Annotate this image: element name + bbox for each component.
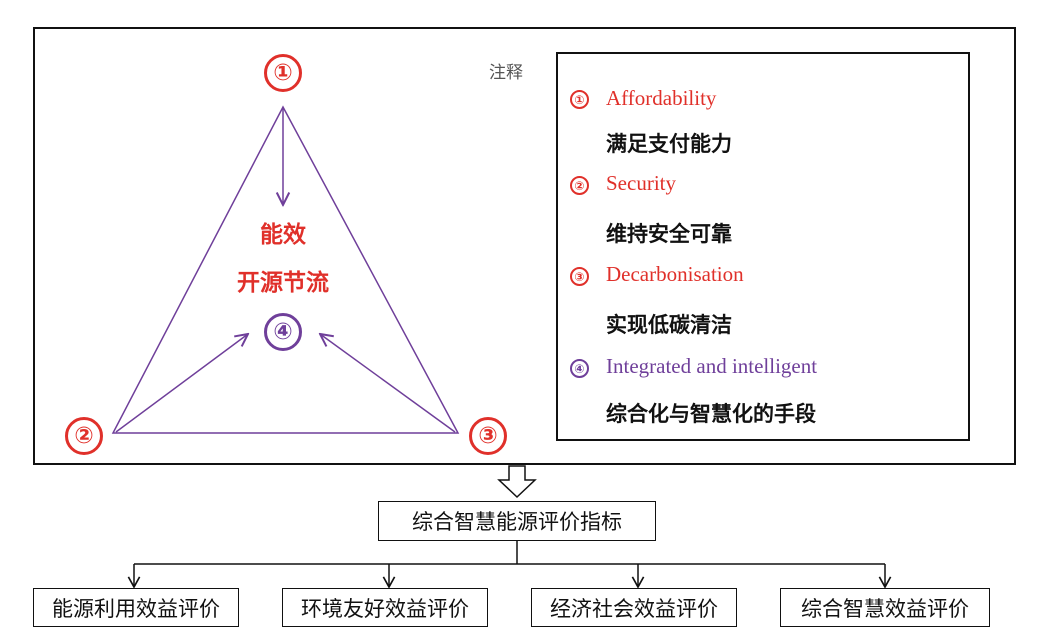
legend-item-4-en: Integrated and intelligent (606, 354, 818, 378)
legend-item-3-zh: 实现低碳清洁 (606, 313, 732, 337)
child-box-economy-society: 经济社会效益评价 (531, 588, 737, 627)
vertex-3-badge: ③ (469, 417, 507, 455)
vertex-1-number: ① (273, 59, 293, 86)
center-badge: ④ (264, 313, 302, 351)
outer-frame (33, 27, 1016, 465)
center-label-efficiency: 能效 (260, 222, 306, 248)
legend-item-2-zh: 维持安全可靠 (606, 222, 732, 246)
legend-item-4-zh: 综合化与智慧化的手段 (606, 402, 816, 426)
legend-item-4-badge: ④ (570, 359, 589, 378)
arrow-2-to-center (115, 334, 248, 433)
legend-item-4: ④ Integrated and intelligent (570, 354, 960, 384)
child-box-energy-utilization: 能源利用效益评价 (33, 588, 239, 627)
legend-item-2: ② Security (570, 171, 950, 201)
child-box-comprehensive-smart: 综合智慧效益评价 (780, 588, 990, 627)
hollow-down-arrow (497, 465, 537, 499)
legend-item-3-badge: ③ (570, 267, 589, 286)
triangle-outline (111, 105, 460, 434)
legend-item-1-zh: 满足支付能力 (606, 132, 732, 156)
arrow-3-to-center (320, 334, 456, 433)
child-box-environment: 环境友好效益评价 (282, 588, 488, 627)
legend-item-1-badge: ① (570, 90, 589, 109)
root-box-comprehensive-index: 综合智慧能源评价指标 (378, 501, 656, 541)
legend-item-3-en: Decarbonisation (606, 262, 744, 286)
legend-item-2-en: Security (606, 171, 676, 195)
vertex-2-badge: ② (65, 417, 103, 455)
legend-box (556, 52, 970, 441)
legend-note-label: 注释 (489, 63, 523, 83)
legend-item-2-badge: ② (570, 176, 589, 195)
legend-item-1-en: Affordability (606, 86, 717, 110)
center-number: ④ (273, 318, 293, 345)
vertex-1-badge: ① (264, 54, 302, 92)
legend-item-1: ① Affordability (570, 86, 950, 116)
legend-item-3: ③ Decarbonisation (570, 262, 950, 292)
vertex-3-number: ③ (478, 422, 498, 449)
vertex-2-number: ② (74, 422, 94, 449)
center-label-open-source: 开源节流 (237, 270, 329, 296)
